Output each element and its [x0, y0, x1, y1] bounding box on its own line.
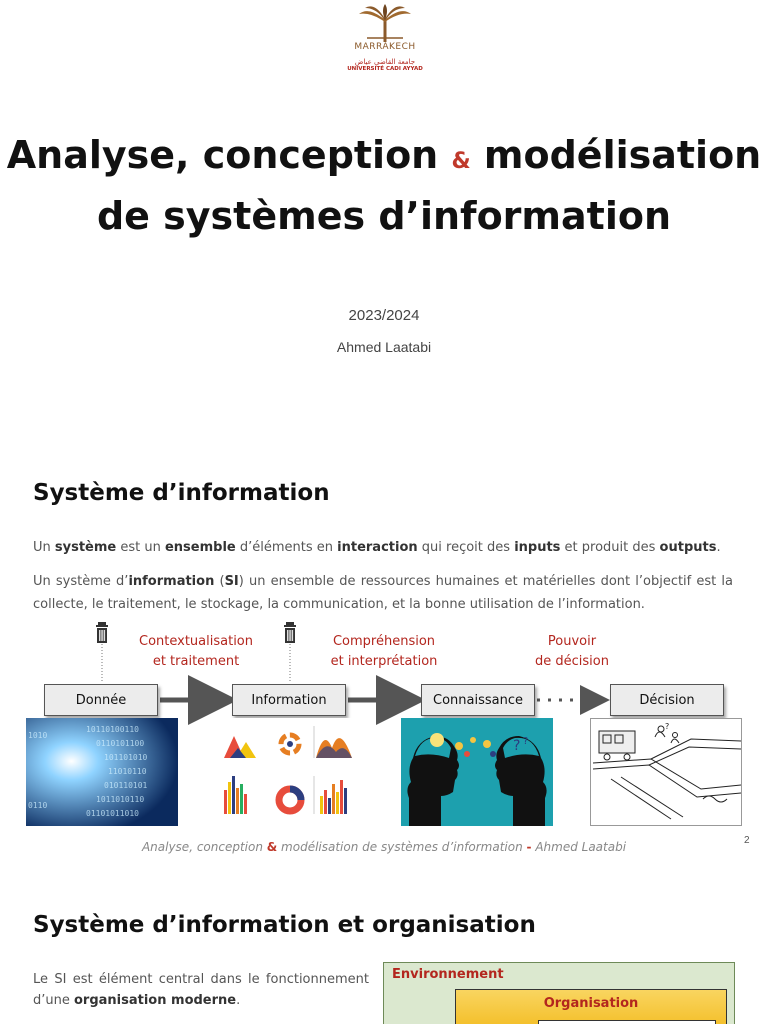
footer-text: modélisation de systèmes d’information	[277, 840, 527, 854]
box-connaissance: Connaissance	[421, 684, 535, 716]
title-line2: de systèmes d’information	[96, 194, 672, 238]
bold-term: information	[128, 574, 215, 589]
label-line: et interprétation	[330, 654, 438, 669]
is-definition: Un système d’information (SI) un ensembl…	[33, 570, 733, 616]
logo-city: MARRAKECH	[354, 42, 416, 52]
bold-term: ensemble	[164, 540, 236, 555]
svg-text:?: ?	[513, 738, 520, 754]
text: qui reçoit des	[417, 540, 515, 555]
slide-title: Système d’information	[33, 480, 330, 506]
organisation-label: Organisation	[543, 996, 639, 1011]
text: Le SI est élément central dans le foncti…	[33, 972, 369, 1008]
box-information: Information	[232, 684, 346, 716]
dikw-diagram: Contextualisation et traitement Compréhe…	[0, 622, 768, 832]
label-line: Compréhension	[332, 634, 436, 649]
author-name: Ahmed Laatabi	[336, 339, 432, 355]
si-central-paragraph: Le SI est élément central dans le foncti…	[33, 969, 369, 1011]
si-organisation-slide: Système d’information et organisation Le…	[0, 864, 768, 1024]
text: Un système d’	[33, 574, 129, 589]
svg-text:0110101100: 0110101100	[96, 739, 144, 748]
bold-term: inputs	[514, 540, 561, 555]
heads-knowledge-image: ? ?	[401, 718, 553, 826]
text: et produit des	[560, 540, 660, 555]
decision-sketch-image: ?	[590, 718, 742, 826]
trash-icon	[96, 622, 108, 643]
box-decision: Décision	[610, 684, 724, 716]
box-donnee: Donnée	[44, 684, 158, 716]
trash-icon	[284, 622, 296, 643]
environment-box: Environnement Organisation	[383, 962, 735, 1024]
text: d’éléments en	[235, 540, 338, 555]
title-part1: Analyse, conception	[6, 133, 439, 177]
svg-text:101101010: 101101010	[104, 753, 148, 762]
academic-year: 2023/2024	[348, 307, 420, 324]
bold-term: outputs	[659, 540, 717, 555]
bold-term: SI	[224, 574, 239, 589]
palm-logo-icon	[359, 4, 411, 42]
footer-text: Ahmed Laatabi	[531, 840, 627, 854]
svg-text:1010: 1010	[28, 731, 47, 740]
label-line: Contextualisation	[139, 634, 253, 649]
label-pouvoir: Pouvoir de décision	[520, 632, 624, 672]
footer-ampersand: &	[266, 840, 278, 854]
text: .	[236, 993, 241, 1008]
svg-text:0110: 0110	[28, 801, 47, 810]
bold-term: interaction	[337, 540, 418, 555]
logo-arabic: جامعة القاضي عياض	[354, 58, 416, 66]
organisation-inner-box	[538, 1020, 716, 1024]
page-number: 2	[744, 835, 750, 846]
charts-image	[212, 718, 362, 826]
presentation-title: Analyse, conception & modélisation de sy…	[0, 128, 768, 243]
university-logo: MARRAKECH جامعة القاضي عياض UNIVERSITÉ C…	[340, 4, 430, 84]
slide-title: Système d’information et organisation	[33, 912, 536, 938]
binary-data-image: 10110100110 0110101100 101101010 1101011…	[26, 718, 178, 826]
label-contextualisation: Contextualisation et traitement	[128, 632, 264, 672]
svg-text:01101011010: 01101011010	[86, 809, 139, 818]
organisation-box: Organisation	[455, 989, 727, 1024]
svg-text:?: ?	[665, 722, 669, 731]
label-line: Pouvoir	[547, 634, 597, 649]
footer-dash: -	[526, 840, 532, 854]
svg-text:1011010110: 1011010110	[96, 795, 144, 804]
flow-arrows	[101, 644, 610, 725]
svg-text:010110101: 010110101	[104, 781, 148, 790]
info-system-slide: Système d’information Un système est un …	[0, 432, 768, 862]
title-part2: modélisation	[470, 133, 762, 177]
bold-term: organisation moderne	[74, 993, 237, 1008]
text: Un	[33, 540, 55, 555]
label-line: de décision	[535, 654, 609, 669]
footer-text: Analyse, conception	[141, 840, 267, 854]
label-comprehension: Compréhension et interprétation	[316, 632, 452, 672]
bold-term: système	[54, 540, 117, 555]
logo-university: UNIVERSITÉ CADI AYYAD	[347, 66, 423, 72]
text: est un	[116, 540, 165, 555]
slide-footer: Analyse, conception & modélisation de sy…	[0, 840, 768, 854]
text: (	[214, 574, 225, 589]
title-ampersand: &	[451, 149, 471, 174]
environment-label: Environnement	[392, 967, 504, 982]
svg-text:?: ?	[523, 736, 528, 747]
system-definition: Un système est un ensemble d’éléments en…	[33, 536, 733, 559]
svg-text:10110100110: 10110100110	[86, 725, 139, 734]
label-line: et traitement	[152, 654, 240, 669]
text: .	[716, 540, 721, 555]
svg-text:11010110: 11010110	[108, 767, 147, 776]
text: ) un ensemble de ressources humaines et …	[33, 574, 733, 612]
title-slide: MARRAKECH جامعة القاضي عياض UNIVERSITÉ C…	[0, 0, 768, 430]
